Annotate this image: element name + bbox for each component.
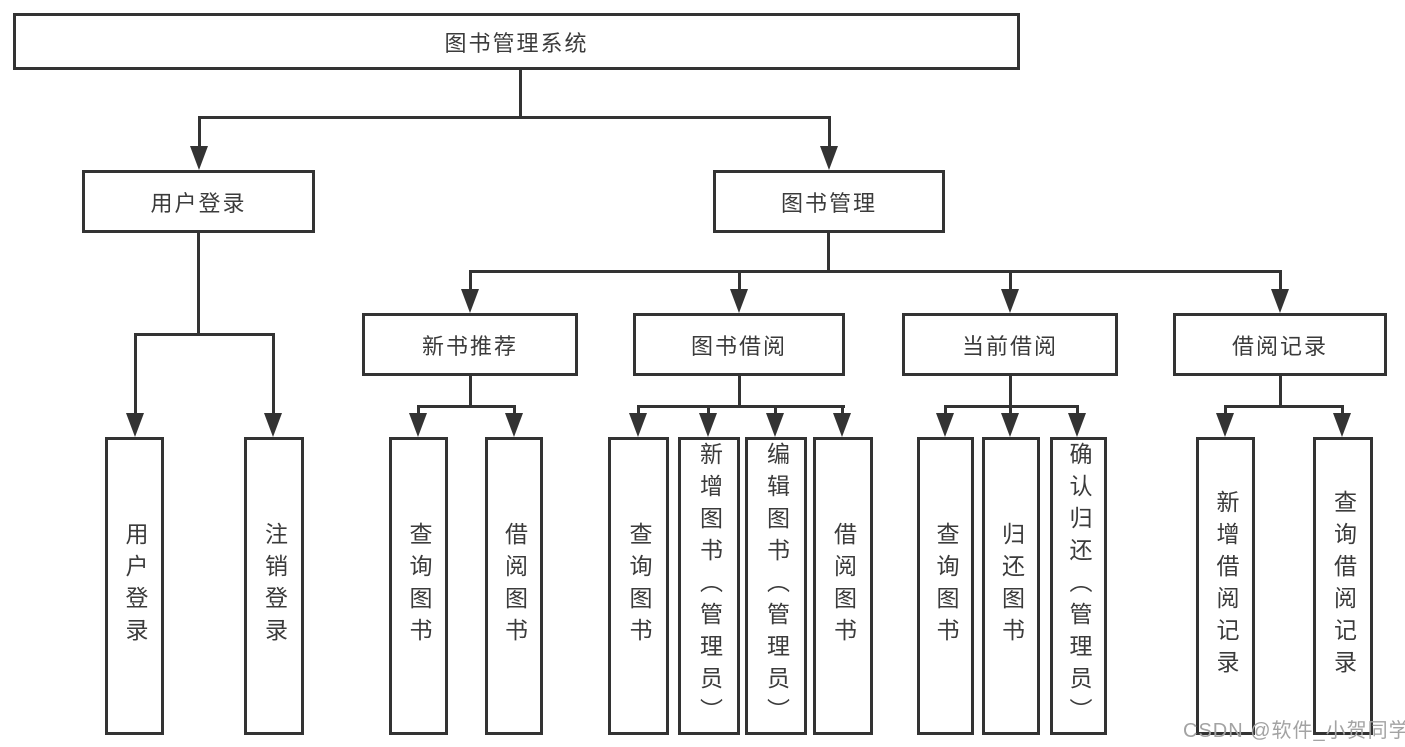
node-user-login: 用户登录 (82, 170, 315, 233)
arrow-down-icon (1216, 413, 1234, 437)
connector-line (134, 333, 275, 336)
arrow-down-icon (505, 413, 523, 437)
connector-line (637, 408, 640, 416)
arrow-down-icon (1001, 413, 1019, 437)
connector-line (272, 336, 275, 414)
arrow-down-icon (936, 413, 954, 437)
connector-line (1009, 273, 1012, 291)
node-label: 查询借阅记录 (1330, 490, 1357, 682)
connector-line (738, 376, 741, 407)
node-leaf-query-borrow-record: 查询借阅记录 (1313, 437, 1373, 735)
node-leaf-return-books: 归还图书 (982, 437, 1040, 735)
connector-line (1224, 408, 1227, 416)
node-leaf-borrow-books: 借阅图书 (813, 437, 873, 735)
connector-line (1279, 273, 1282, 291)
node-leaf-add-borrow-record: 新增借阅记录 (1196, 437, 1255, 735)
arrow-down-icon (409, 413, 427, 437)
connector-line (417, 408, 420, 416)
node-label: 用户登录 (122, 522, 148, 650)
connector-line (944, 408, 947, 416)
node-new-book-recommendation: 新书推荐 (362, 313, 578, 376)
connector-line (841, 408, 844, 416)
arrow-down-icon (699, 413, 717, 437)
connector-line (1076, 408, 1079, 416)
node-leaf-user-login: 用户登录 (105, 437, 164, 735)
node-label: 查询图书 (626, 522, 652, 650)
connector-line (469, 273, 472, 291)
arrow-down-icon (126, 413, 144, 437)
connector-line (1224, 405, 1344, 408)
node-label: 借阅记录 (1231, 333, 1328, 359)
node-leaf-add-books-admin: 新增图书（管理员） (678, 437, 740, 735)
node-label: 用户登录 (150, 190, 247, 216)
connector-line (198, 118, 201, 148)
node-leaf-query-books-borrowing: 查询图书 (608, 437, 669, 735)
node-label: 图书借阅 (690, 333, 787, 359)
node-label: 确认归还（管理员） (1066, 442, 1092, 730)
arrow-down-icon (629, 413, 647, 437)
connector-line (774, 408, 777, 416)
arrow-down-icon (1001, 289, 1019, 313)
node-book-borrowing: 图书借阅 (633, 313, 845, 376)
connector-line (197, 233, 200, 335)
node-library-management-system: 图书管理系统 (13, 13, 1020, 70)
connector-line (1009, 408, 1012, 416)
arrow-down-icon (461, 289, 479, 313)
node-label: 查询图书 (406, 522, 432, 650)
arrow-down-icon (190, 146, 208, 170)
connector-line (707, 408, 710, 416)
connector-line (513, 408, 516, 416)
arrow-down-icon (264, 413, 282, 437)
connector-line (417, 405, 516, 408)
node-label: 图书管理系统 (444, 30, 589, 56)
connector-line (637, 405, 845, 408)
arrow-down-icon (730, 289, 748, 313)
arrow-down-icon (1333, 413, 1351, 437)
arrow-down-icon (833, 413, 851, 437)
node-book-management: 图书管理 (713, 170, 945, 233)
connector-line (827, 233, 830, 272)
node-leaf-query-books-current: 查询图书 (917, 437, 974, 735)
arrow-down-icon (1068, 413, 1086, 437)
node-label: 借阅图书 (501, 522, 528, 650)
node-leaf-confirm-return-admin: 确认归还（管理员） (1050, 437, 1107, 735)
node-leaf-query-books-recommendation: 查询图书 (389, 437, 448, 735)
connector-line (469, 270, 1282, 273)
connector-line (1279, 376, 1282, 407)
node-leaf-edit-books-admin: 编辑图书（管理员） (745, 437, 807, 735)
node-label: 图书管理 (780, 190, 877, 216)
watermark: CSDN @软件_小贺同学 (1183, 720, 1405, 742)
arrow-down-icon (820, 146, 838, 170)
arrow-down-icon (766, 413, 784, 437)
connector-line (944, 405, 1079, 408)
connector-line (519, 70, 522, 118)
arrow-down-icon (1271, 289, 1289, 313)
node-current-borrowing: 当前借阅 (902, 313, 1118, 376)
node-label: 查询图书 (933, 522, 959, 650)
node-borrowing-records: 借阅记录 (1173, 313, 1387, 376)
node-leaf-borrow-books-recommendation: 借阅图书 (485, 437, 543, 735)
node-leaf-logout: 注销登录 (244, 437, 304, 735)
node-label: 编辑图书（管理员） (763, 442, 790, 730)
node-label: 新增图书（管理员） (696, 442, 723, 730)
connector-line (1341, 408, 1344, 416)
node-label: 注销登录 (261, 522, 288, 650)
connector-line (198, 116, 831, 119)
node-label: 借阅图书 (830, 522, 857, 650)
node-label: 新书推荐 (421, 333, 518, 359)
connector-line (469, 376, 472, 407)
connector-line (738, 273, 741, 291)
connector-line (828, 118, 831, 148)
node-label: 归还图书 (998, 522, 1025, 650)
connector-line (1009, 376, 1012, 407)
node-label: 新增借阅记录 (1213, 490, 1239, 682)
connector-line (134, 336, 137, 414)
node-label: 当前借阅 (961, 333, 1058, 359)
